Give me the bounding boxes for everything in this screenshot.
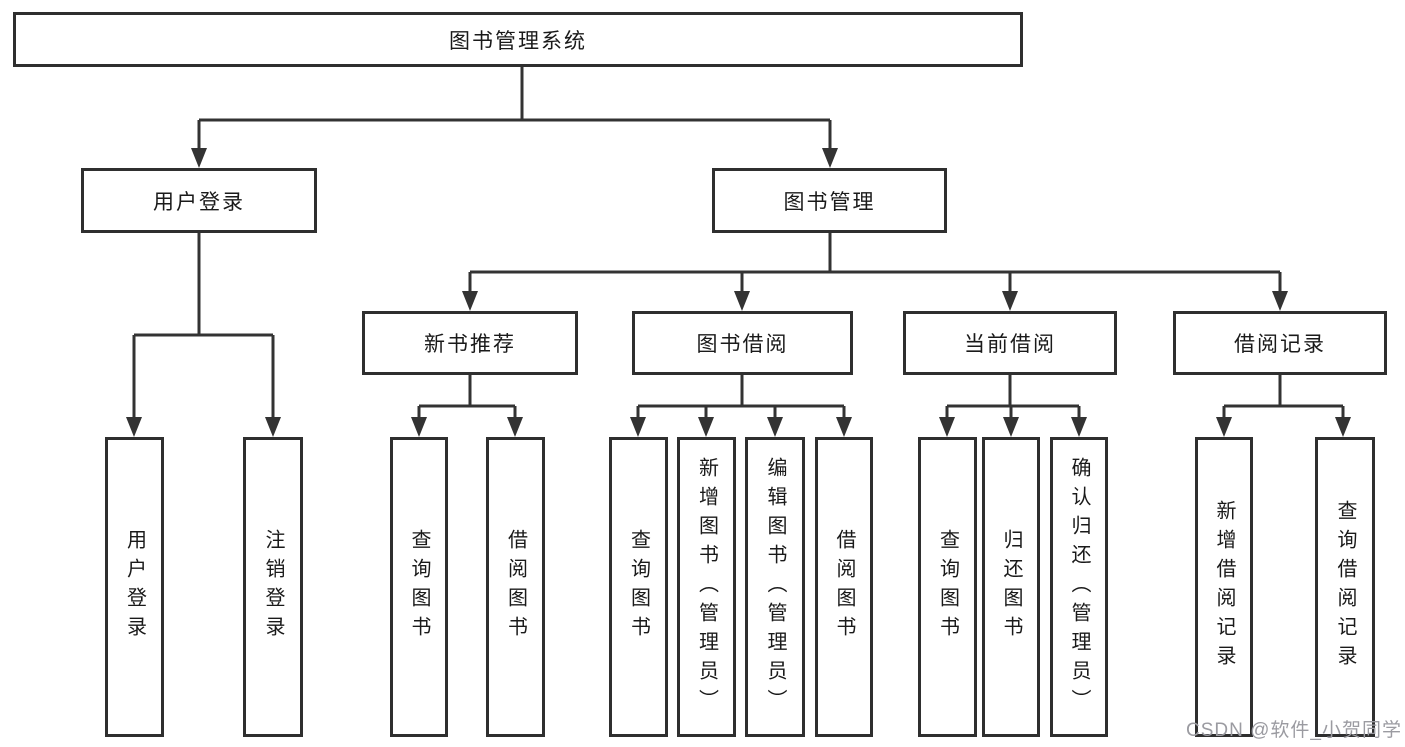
node-book-borrow: 图书借阅 <box>632 311 853 375</box>
leaf-borrow-books: 借阅图书 <box>815 437 873 737</box>
leaf-borrow-books-recommend: 借阅图书 <box>486 437 545 737</box>
leaf-query-books-borrow: 查询图书 <box>609 437 668 737</box>
csdn-watermark: CSDN @软件_小贺同学 <box>1186 720 1402 741</box>
leaf-query-borrow-record: 查询借阅记录 <box>1315 437 1375 737</box>
node-book-management: 图书管理 <box>712 168 947 233</box>
leaf-confirm-return-admin: 确认归还（管理员） <box>1050 437 1108 737</box>
leaf-query-books-recommend: 查询图书 <box>390 437 448 737</box>
connector-book-borrow-children <box>630 375 852 437</box>
connector-current-borrow-children <box>939 375 1087 437</box>
connector-user-login-children <box>126 233 281 437</box>
node-user-login: 用户登录 <box>81 168 317 233</box>
connector-new-book-children <box>411 375 523 437</box>
connector-book-mgmt-children <box>462 233 1288 311</box>
node-borrow-records: 借阅记录 <box>1173 311 1387 375</box>
leaf-logout: 注销登录 <box>243 437 303 737</box>
connector-borrow-records-children <box>1216 375 1351 437</box>
leaf-return-books: 归还图书 <box>982 437 1040 737</box>
connector-root-to-level2 <box>191 67 838 168</box>
node-library-system: 图书管理系统 <box>13 12 1023 67</box>
leaf-add-books-admin: 新增图书（管理员） <box>677 437 736 737</box>
leaf-edit-books-admin: 编辑图书（管理员） <box>745 437 805 737</box>
leaf-user-login: 用户登录 <box>105 437 164 737</box>
leaf-add-borrow-record: 新增借阅记录 <box>1195 437 1253 737</box>
node-current-borrow: 当前借阅 <box>903 311 1117 375</box>
leaf-query-books-current: 查询图书 <box>918 437 977 737</box>
node-new-book-recommend: 新书推荐 <box>362 311 578 375</box>
